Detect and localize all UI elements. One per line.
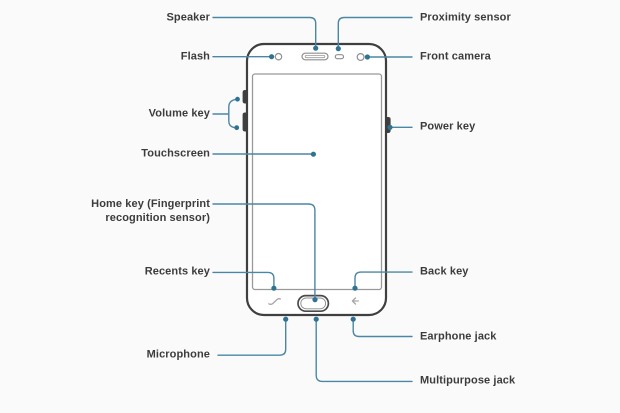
leader-volume-bracket [228,98,238,129]
leader-recents-key [212,271,275,287]
label-home-key-line2: recognition sensor) [105,212,210,225]
front-camera-lens [356,52,365,61]
dot-speaker [313,45,319,51]
leader-lines [212,16,413,383]
dot-recents-key [271,285,277,291]
label-flash: Flash [180,50,210,63]
dot-proximity-sensor [335,46,341,52]
proximity-sensor-window [334,54,345,60]
recents-key-icon [268,298,282,305]
dot-earphone-jack [350,316,356,322]
label-power-key: Power key [420,120,476,133]
label-home-key: Home key (Fingerprint recognition sensor… [91,197,210,225]
dot-flash [269,54,275,60]
leader-earphone-jack [352,320,413,338]
dot-microphone [283,316,289,322]
dot-home-key [312,297,318,303]
leader-microphone [217,320,287,356]
flash-lens [274,52,283,61]
dot-power-key [387,124,393,130]
speaker-slot-inner [304,55,326,59]
back-key-icon [351,297,359,305]
speaker-slot [301,52,329,61]
label-speaker: Speaker [166,11,210,24]
leader-proximity-sensor [337,16,413,47]
dot-volume-up [235,96,240,102]
label-volume-key: Volume key [148,107,210,120]
dot-volume-down [234,125,240,131]
touchscreen-area [251,73,383,291]
label-back-key: Back key [420,265,469,278]
label-touchscreen: Touchscreen [141,147,210,160]
label-microphone: Microphone [146,348,210,361]
leader-back-key [354,271,413,287]
leader-home-key [212,203,316,298]
dot-front-camera [364,54,370,60]
label-earphone-jack: Earphone jack [420,330,497,343]
label-proximity-sensor: Proximity sensor [420,11,511,24]
dot-multipurpose-jack [313,316,319,322]
home-key-button [297,294,330,313]
leader-speaker [212,16,317,47]
bottom-bezel-keys [268,294,359,313]
label-recents-key: Recents key [144,265,210,278]
leader-multipurpose-jack [315,320,413,383]
label-multipurpose-jack: Multipurpose jack [420,374,516,387]
dot-back-key [352,285,358,291]
dot-touchscreen [310,151,316,157]
label-home-key-line1: Home key (Fingerprint [91,198,210,211]
top-bezel-hardware [274,52,365,61]
label-front-camera: Front camera [420,50,491,63]
